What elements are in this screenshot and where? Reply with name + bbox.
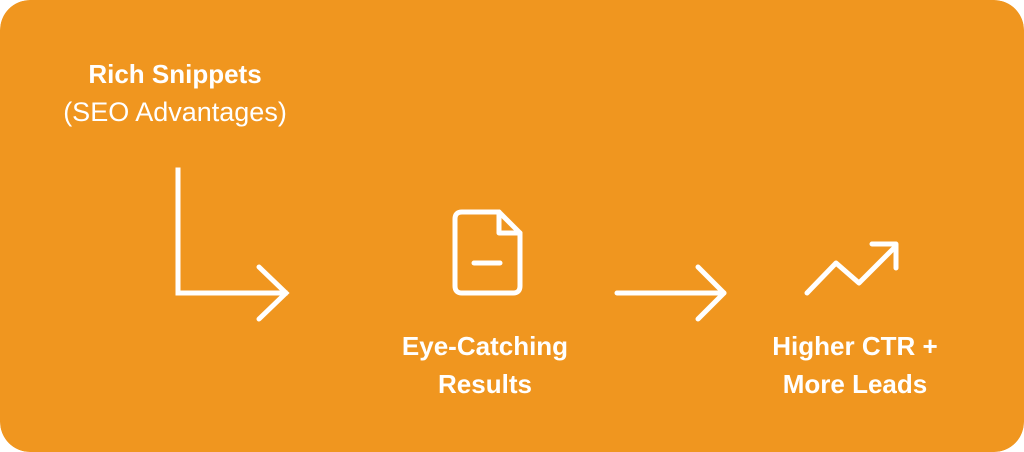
source-title: Rich Snippets <box>88 59 262 89</box>
elbow-arrow-icon <box>175 167 290 322</box>
outcome-line-2: More Leads <box>782 369 928 399</box>
right-arrow-icon <box>614 264 727 322</box>
results-line-1: Eye-Catching <box>401 331 569 361</box>
outcome-label: Higher CTR + More Leads <box>735 327 975 403</box>
results-label: Eye-Catching Results <box>360 327 610 403</box>
results-line-2: Results <box>438 369 532 399</box>
source-subtitle: (SEO Advantages) <box>63 97 287 127</box>
document-icon <box>452 209 523 296</box>
outcome-line-1: Higher CTR + <box>772 331 938 361</box>
trend-up-icon <box>804 241 899 296</box>
source-label: Rich Snippets (SEO Advantages) <box>40 55 310 131</box>
